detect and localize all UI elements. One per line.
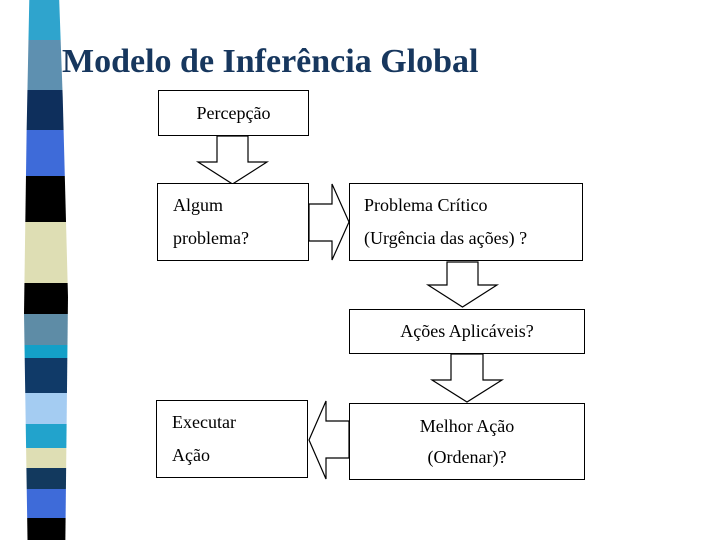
box-algum-problema-line2: problema? (173, 228, 249, 248)
stripe-segment (24, 448, 68, 468)
box-problema-critico-line1: Problema Crítico (364, 195, 488, 215)
box-problema-critico: Problema Crítico (Urgência das ações) ? (349, 183, 583, 261)
arrow-left-melhor-to-executar-icon (308, 400, 350, 480)
stripe-segment (24, 518, 68, 540)
stripe-segment (24, 283, 68, 314)
stripe-segment (24, 130, 68, 176)
stripe-segment (24, 90, 68, 130)
box-melhor-acao: Melhor Ação (Ordenar)? (349, 403, 585, 480)
stripe-segment (24, 358, 68, 393)
stripe-segment (24, 40, 68, 90)
box-executar-acao-line1: Executar (172, 412, 236, 432)
decorative-stripe (24, 0, 68, 540)
box-acoes-aplicaveis: Ações Aplicáveis? (349, 309, 585, 354)
arrow-down-percepcao-to-algum-icon (195, 135, 270, 185)
stripe-segment (24, 314, 68, 345)
box-problema-critico-line2: (Urgência das ações) ? (364, 228, 528, 248)
stripe-segment (24, 424, 68, 448)
stripe-segment (24, 345, 68, 358)
box-percepcao-label: Percepção (196, 102, 271, 123)
stripe-segment (24, 393, 68, 424)
box-acoes-aplicaveis-label: Ações Aplicáveis? (400, 321, 534, 341)
arrow-down-critico-to-acoes-icon (425, 261, 500, 308)
stripe-segment (24, 468, 68, 489)
stripe-segment (24, 489, 68, 518)
box-algum-problema-line1: Algum (173, 195, 224, 215)
stripe-segment (24, 176, 68, 222)
box-algum-problema: Algum problema? (157, 183, 309, 261)
box-executar-acao-line2: Ação (172, 445, 210, 465)
slide-title: Modelo de Inferência Global (62, 42, 479, 80)
box-executar-acao: Executar Ação (156, 400, 308, 478)
arrow-right-algum-to-critico-icon (308, 183, 350, 261)
stripe-segment (24, 222, 68, 283)
stripe-segment (24, 0, 68, 40)
box-melhor-acao-line1: Melhor Ação (419, 415, 515, 436)
box-percepcao: Percepção (158, 90, 309, 136)
box-melhor-acao-line2: (Ordenar)? (427, 446, 507, 467)
arrow-down-acoes-to-melhor-icon (429, 353, 505, 403)
